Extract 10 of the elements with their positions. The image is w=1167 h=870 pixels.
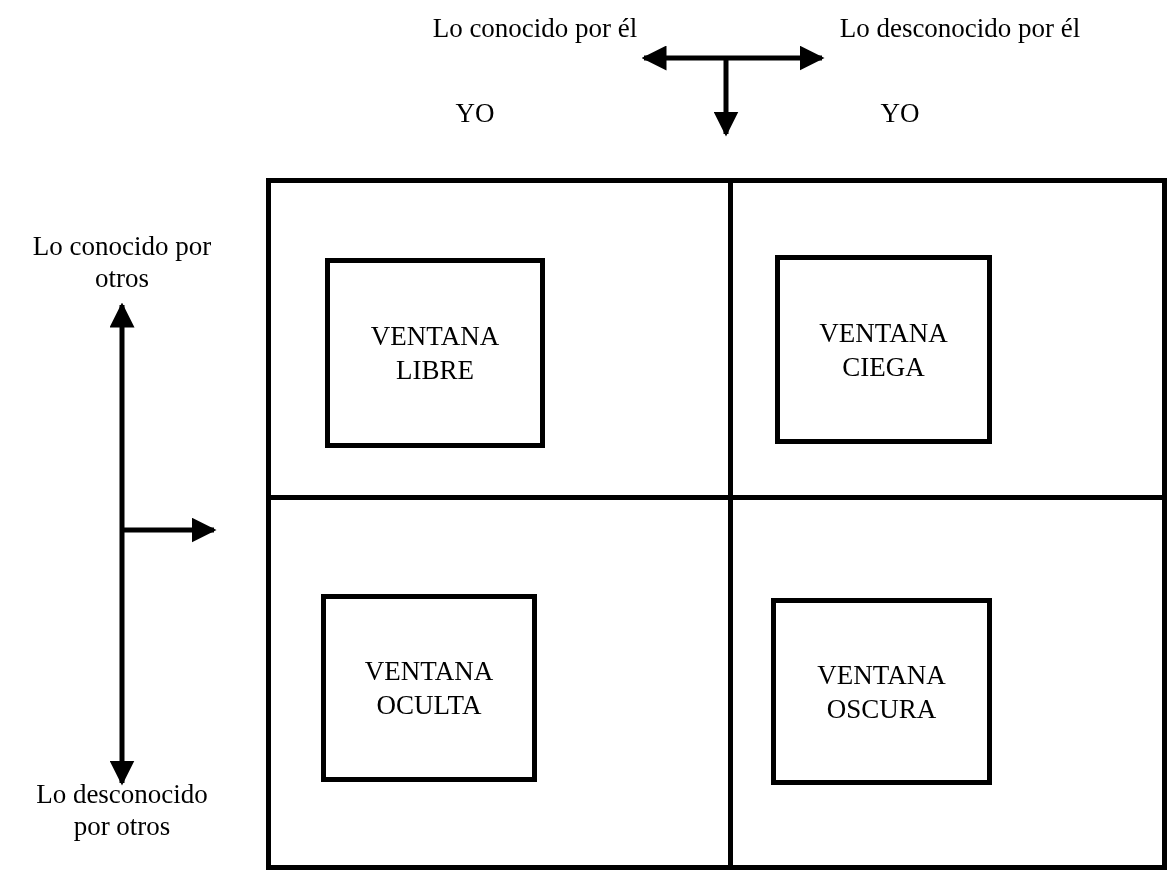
axis-label: YO	[879, 97, 921, 129]
window-box: VENTANA CIEGA	[775, 255, 992, 444]
axis-label: Lo desconocido por otros	[35, 778, 209, 842]
axis-label: Lo desconocido por él	[838, 12, 1082, 44]
window-box: VENTANA LIBRE	[325, 258, 545, 448]
axis-label: Lo conocido por otros	[31, 230, 213, 294]
axis-label: Lo conocido por él	[431, 12, 639, 44]
window-box: VENTANA OCULTA	[321, 594, 537, 782]
axis-label: YO	[454, 97, 496, 129]
window-box: VENTANA OSCURA	[771, 598, 992, 785]
